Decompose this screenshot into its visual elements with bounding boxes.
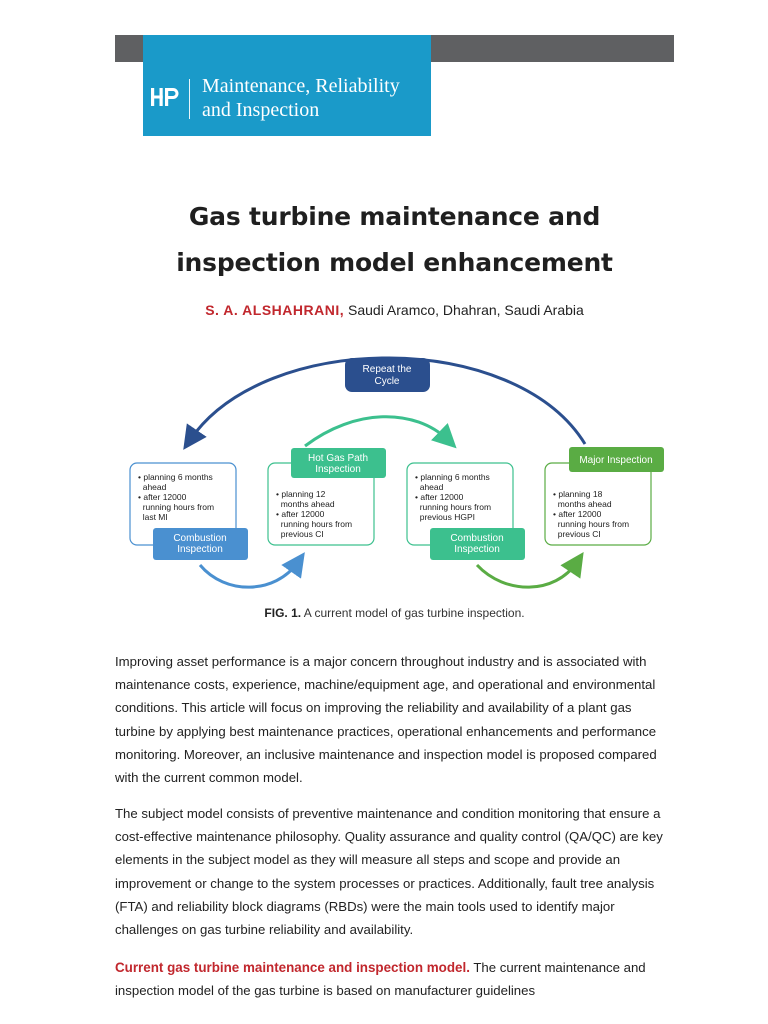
article-title-line1: Gas turbine maintenance and — [188, 202, 601, 231]
box2-title: Hot Gas Path — [308, 453, 368, 464]
box3-title: Combustion — [450, 533, 503, 544]
ci-to-mi-arrow — [475, 552, 584, 589]
box1-title: Combustion — [173, 533, 226, 544]
box3-title: Inspection — [454, 544, 500, 555]
box2-title: Inspection — [315, 464, 361, 475]
box4-line: • after 12000 — [553, 509, 602, 519]
box1-line: • after 12000 — [138, 492, 187, 502]
byline: S. A. ALSHAHRANI, Saudi Aramco, Dhahran,… — [115, 302, 674, 318]
body-paragraph-1: Improving asset performance is a major c… — [115, 654, 657, 786]
box1-line: • planning 6 months — [138, 472, 213, 482]
body-paragraph-2: The subject model consists of preventive… — [115, 806, 663, 938]
box2-line: previous CI — [276, 529, 324, 539]
section-banner: Maintenance, Reliability and Inspection — [143, 35, 431, 136]
box4-title: Major Inspection — [579, 455, 652, 466]
figure-caption: FIG. 1. A current model of gas turbine i… — [115, 606, 674, 620]
inspection-cycle-diagram: Repeat the Cycle • planning 6 months ahe… — [129, 356, 664, 589]
author-affiliation: Saudi Aramco, Dhahran, Saudi Arabia — [344, 302, 584, 318]
box4-line: previous CI — [553, 529, 601, 539]
hot-gas-path-inspection-card: Hot Gas Path Inspection • planning 12 mo… — [267, 448, 386, 546]
section-heading-inline: Current gas turbine maintenance and insp… — [115, 960, 470, 975]
figure-caption-label: FIG. 1. — [264, 606, 302, 620]
figure-caption-text: A current model of gas turbine inspectio… — [301, 606, 525, 620]
hp-logo — [151, 88, 179, 106]
box4-line: months ahead — [553, 499, 612, 509]
body-paragraph-3: Current gas turbine maintenance and insp… — [115, 956, 675, 1002]
box3-line: previous HGPI — [415, 512, 475, 522]
box1-line: last MI — [138, 512, 168, 522]
box3-line: ahead — [415, 482, 444, 492]
box2-line: running hours from — [276, 519, 352, 529]
article-title: Gas turbine maintenance and inspection m… — [115, 194, 674, 286]
hgpi-to-ci-arrow — [304, 415, 457, 449]
combustion-inspection-card-2: • planning 6 months ahead • after 12000 … — [406, 462, 525, 560]
ci-to-hgpi-arrow — [198, 552, 305, 589]
section-title: Maintenance, Reliability and Inspection — [202, 74, 400, 122]
repeat-cycle-label: Cycle — [374, 376, 399, 387]
repeat-cycle-pill — [345, 358, 430, 392]
box3-line: running hours from — [415, 502, 491, 512]
section-title-line1: Maintenance, Reliability — [202, 75, 400, 97]
body-paragraph-3-text: The current maintenance and inspection m… — [115, 960, 646, 999]
box3-line: • after 12000 — [415, 492, 464, 502]
box1-title: Inspection — [177, 544, 223, 555]
box2-line: • planning 12 — [276, 489, 326, 499]
combustion-inspection-card-1: • planning 6 months ahead • after 12000 … — [129, 462, 248, 560]
box3-line: • planning 6 months — [415, 472, 490, 482]
author-name: S. A. ALSHAHRANI, — [205, 302, 345, 318]
box4-line: • planning 18 — [553, 489, 603, 499]
box1-line: running hours from — [138, 502, 214, 512]
box1-line: ahead — [138, 482, 167, 492]
section-title-line2: and Inspection — [202, 99, 320, 121]
repeat-cycle-label: Repeat the — [363, 364, 412, 375]
article-title-line2: inspection model enhancement — [176, 248, 613, 277]
box2-line: months ahead — [276, 499, 335, 509]
major-inspection-card: Major Inspection • planning 18 months ah… — [544, 447, 664, 546]
box2-line: • after 12000 — [276, 509, 325, 519]
banner-divider — [189, 79, 190, 119]
box4-line: running hours from — [553, 519, 629, 529]
